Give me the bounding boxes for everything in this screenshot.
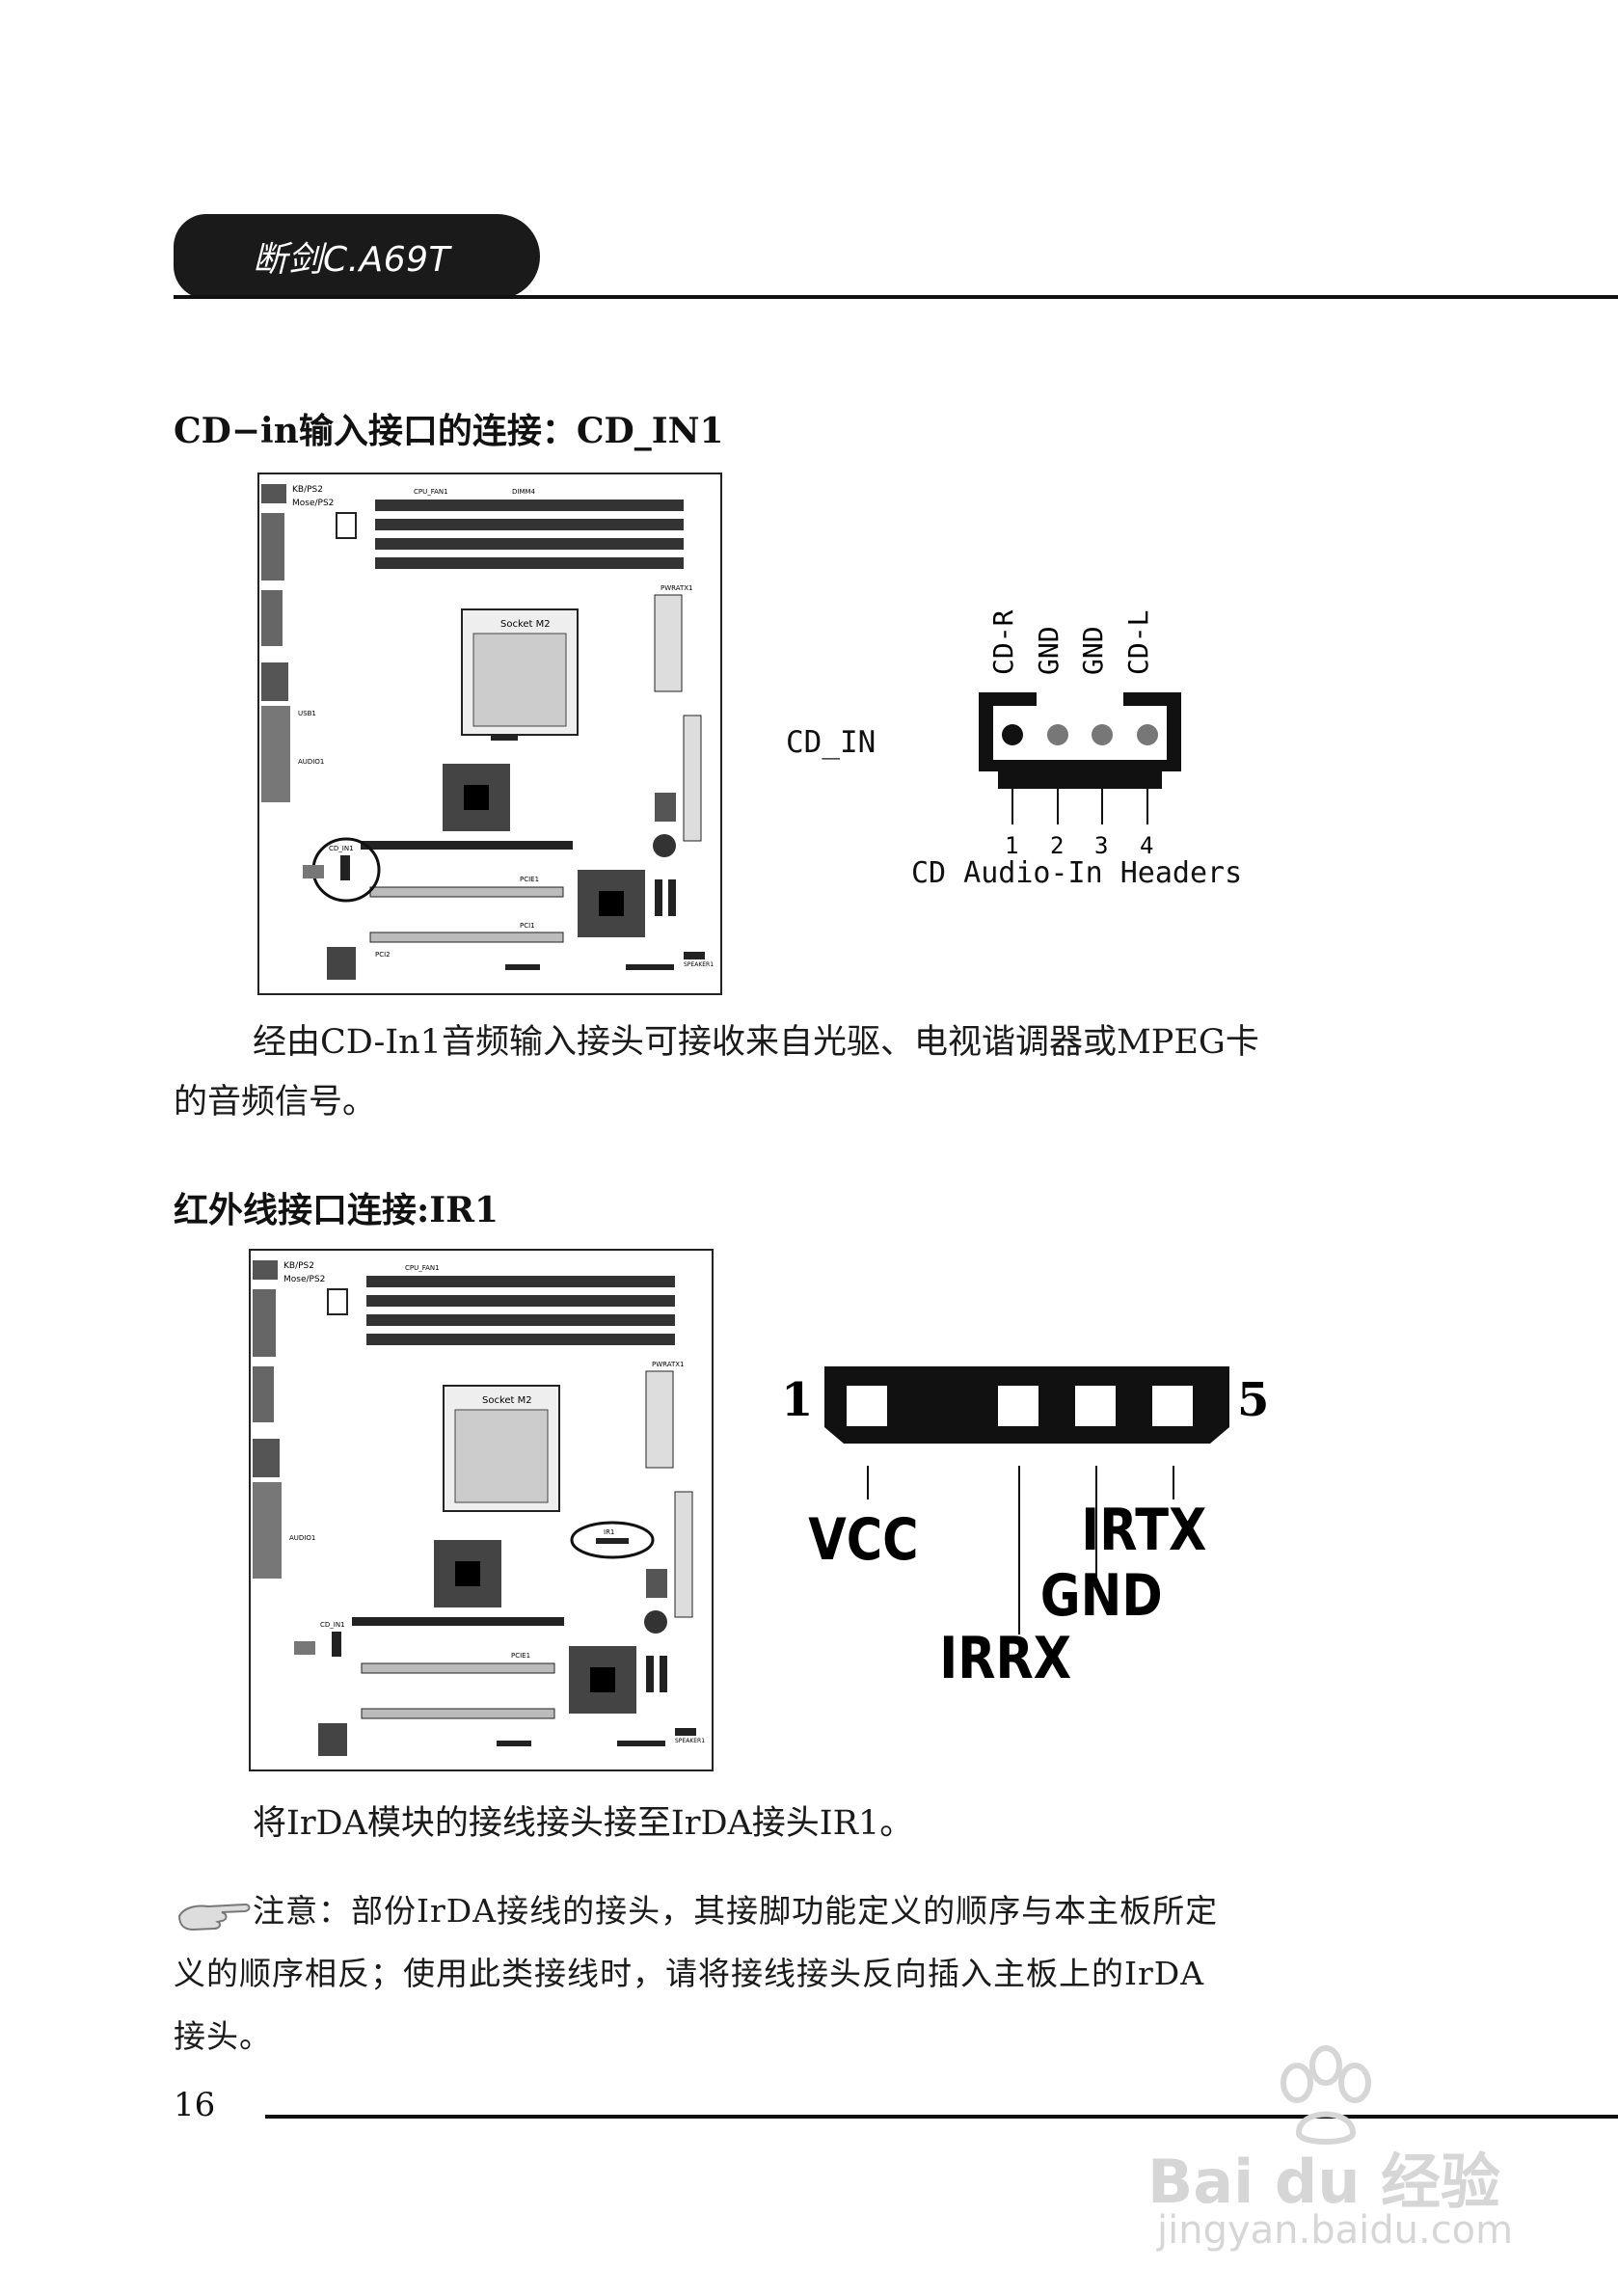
ir1-label: IR1	[604, 1528, 614, 1536]
page-number: 16	[174, 2086, 216, 2124]
socket-label: Socket M2	[500, 619, 551, 630]
note-line3: 接头。	[174, 2017, 272, 2055]
pcie1-label-2: PCIE1	[511, 1652, 530, 1660]
motherboard-drawing-ir: Socket M2 IR1 KB/PS2 Mose/PS2 CPU_FAN1 P…	[253, 1260, 705, 1756]
speaker-label-2: SPEAKER1	[675, 1738, 705, 1744]
speaker-label: SPEAKER1	[684, 961, 714, 968]
kb-label: KB/PS2	[292, 485, 323, 495]
watermark-logo: Bai du 经验	[1147, 2147, 1501, 2217]
pwratx-label: PWRATX1	[661, 584, 693, 592]
cd-in-label: CD_IN	[786, 725, 876, 760]
pin-number-3: 3	[1094, 832, 1108, 859]
cd-in1-label: CD_IN1	[329, 845, 354, 852]
mouse-label: Mose/PS2	[292, 499, 334, 508]
pin-name-gnd-1: GND	[1033, 626, 1065, 675]
note-line2: 义的顺序相反；使用此类接线时，请将接线接头反向插入主板上的IrDA	[174, 1955, 1205, 1992]
cpu-fan-label-2: CPU_FAN1	[405, 1264, 440, 1272]
header-tab	[174, 214, 540, 299]
header-rule	[174, 295, 1618, 299]
gnd-label: GND	[1040, 1562, 1163, 1630]
vcc-label: VCC	[808, 1506, 918, 1574]
note-line1: 注意：部份IrDA接线的接头，其接脚功能定义的顺序与本主板所定	[253, 1892, 1219, 1930]
socket-label-2: Socket M2	[482, 1395, 532, 1406]
footer-rule	[265, 2115, 1618, 2119]
audio1-label: AUDIO1	[298, 758, 324, 766]
motherboard-diagram-cd: Socket M2 KB/PS2 Mose/PS2 CPU_FAN	[257, 473, 722, 995]
cpu-fan-label: CPU_FAN1	[414, 488, 448, 496]
pcie1-label: PCIE1	[520, 876, 539, 883]
pointing-hand-icon	[177, 1903, 251, 1931]
pin-number-1: 1	[1005, 832, 1018, 859]
usb1-label: USB1	[298, 710, 316, 717]
irtx-label: IRTX	[1081, 1497, 1206, 1564]
section1-heading: CD−in输入接口的连接：CD_IN1	[174, 411, 724, 451]
section2-paragraph: 将IrDA模块的接线接头接至IrDA接头IR1。	[253, 1804, 914, 1843]
motherboard-drawing-cd: Socket M2 KB/PS2 Mose/PS2 CPU_FAN	[261, 484, 714, 980]
irrx-label: IRRX	[939, 1625, 1071, 1692]
cd-in-connector: CD-R GND GND CD-L 1 2 3 4	[979, 609, 1181, 859]
watermark-url: jingyan.baidu.com	[1157, 2208, 1514, 2253]
section1-paragraph-line1: 经由CD-In1音频输入接头可接收来自光驱、电视谐调器或MPEG卡	[253, 1023, 1259, 1062]
pin-number-4: 4	[1140, 832, 1153, 859]
pin-name-cd-l: CD-L	[1122, 610, 1154, 675]
mouse-label-2: Mose/PS2	[283, 1275, 325, 1284]
audio1-label-2: AUDIO1	[289, 1534, 315, 1542]
pci2-label: PCI2	[375, 951, 391, 959]
kb-label-2: KB/PS2	[283, 1261, 314, 1271]
motherboard-diagram-ir: Socket M2 IR1 KB/PS2 Mose/PS2 CPU_FAN1 P…	[249, 1249, 714, 1771]
header-title: 断剑C.A69T	[253, 240, 451, 280]
pin-end-label: 5	[1237, 1373, 1269, 1427]
dimm4-label: DIMM4	[512, 488, 536, 496]
cd-audio-caption: CD Audio-In Headers	[911, 856, 1243, 890]
pin-name-cd-r: CD-R	[987, 609, 1019, 675]
ir1-connector: 1 5 VCC IRTX GND IRRX	[781, 1366, 1269, 1692]
paw-logo-icon	[1281, 2045, 1371, 2145]
section2-heading: 红外线接口连接:IR1	[174, 1190, 499, 1230]
cd-in1-label-2: CD_IN1	[320, 1621, 345, 1629]
pci1-label: PCI1	[520, 922, 535, 930]
pwratx-label-2: PWRATX1	[652, 1361, 685, 1368]
pin-start-label: 1	[781, 1373, 813, 1427]
pin-name-gnd-2: GND	[1077, 626, 1109, 675]
section1-paragraph-line2: 的音频信号。	[174, 1083, 377, 1121]
pin-number-2: 2	[1050, 832, 1064, 859]
